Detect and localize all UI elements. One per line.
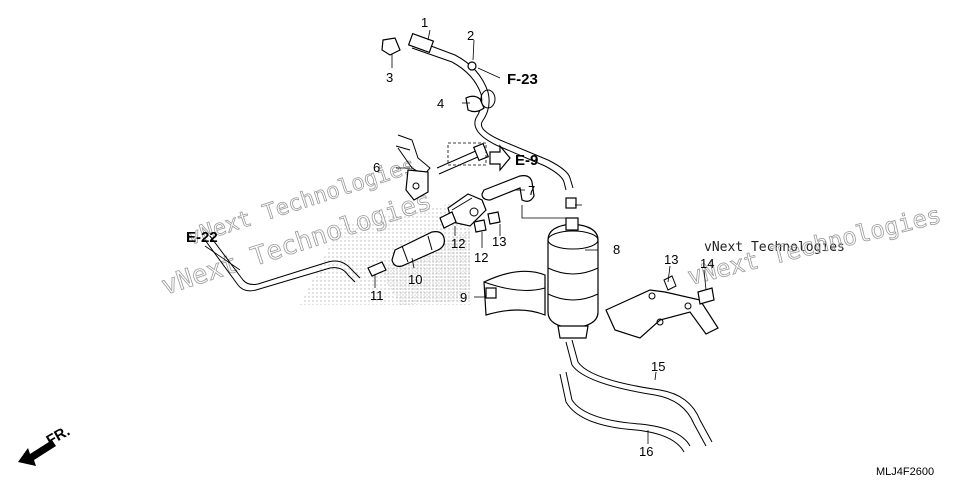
callout-8: 12 [451,236,465,251]
watermark-text-3: vNext Technologies [704,240,845,255]
canister-1 [547,197,599,339]
callout-13-b: 13 [492,234,506,249]
callout-12-top: 3 [386,70,393,85]
tube-3 [407,32,574,191]
callout-4: 10 [408,272,422,287]
watermark-texture [300,200,470,305]
callout-16: 14 [700,256,714,271]
diagram-code: MLJ4F2600 [876,466,934,478]
callout-3: 1 [421,15,428,30]
front-arrow-icon [18,440,56,466]
callout-15: 16 [639,444,653,459]
reference-labels: F-23 E-9 E-22 [186,71,538,246]
callout-2: 9 [460,290,467,305]
hose-4 [391,231,445,267]
hose-6 [565,339,713,447]
callout-14: 7 [528,183,535,198]
purge-valve-8 [439,193,487,229]
clip-12-top [381,37,401,56]
connector-7 [367,261,387,277]
callout-12-mid: 4 [437,96,444,111]
callout-7: 11 [370,288,384,303]
clip-11 [467,61,477,71]
callout-10: 6 [373,160,380,175]
ref-arrow-e9 [489,144,511,172]
callout-13-a: 12 [474,250,488,265]
bolt [436,142,490,175]
bracket-9 [605,275,719,339]
front-direction-indicator: FR. [18,423,73,466]
callouts: 1 2 3 4 6 7 8 9 10 11 12 12 13 13 14 15 … [370,15,714,459]
leader-lines [204,29,707,444]
bracket-10 [395,134,431,201]
clip-12-mid [465,89,496,113]
ref-e9: E-9 [515,152,538,169]
line-e22 [204,235,361,292]
ref-f23: F-23 [507,71,538,88]
fitting-13-b [487,211,501,225]
bolt-16 [697,287,715,305]
hose-14 [481,175,535,202]
callout-11: 2 [467,28,474,43]
callout-9: 13 [664,252,678,267]
ref-e22: E-22 [186,229,218,246]
callout-6: 15 [651,359,665,374]
strap-2 [483,270,546,316]
fitting-13-a [473,219,487,233]
hose-15 [559,371,691,453]
callout-1: 8 [613,242,620,257]
